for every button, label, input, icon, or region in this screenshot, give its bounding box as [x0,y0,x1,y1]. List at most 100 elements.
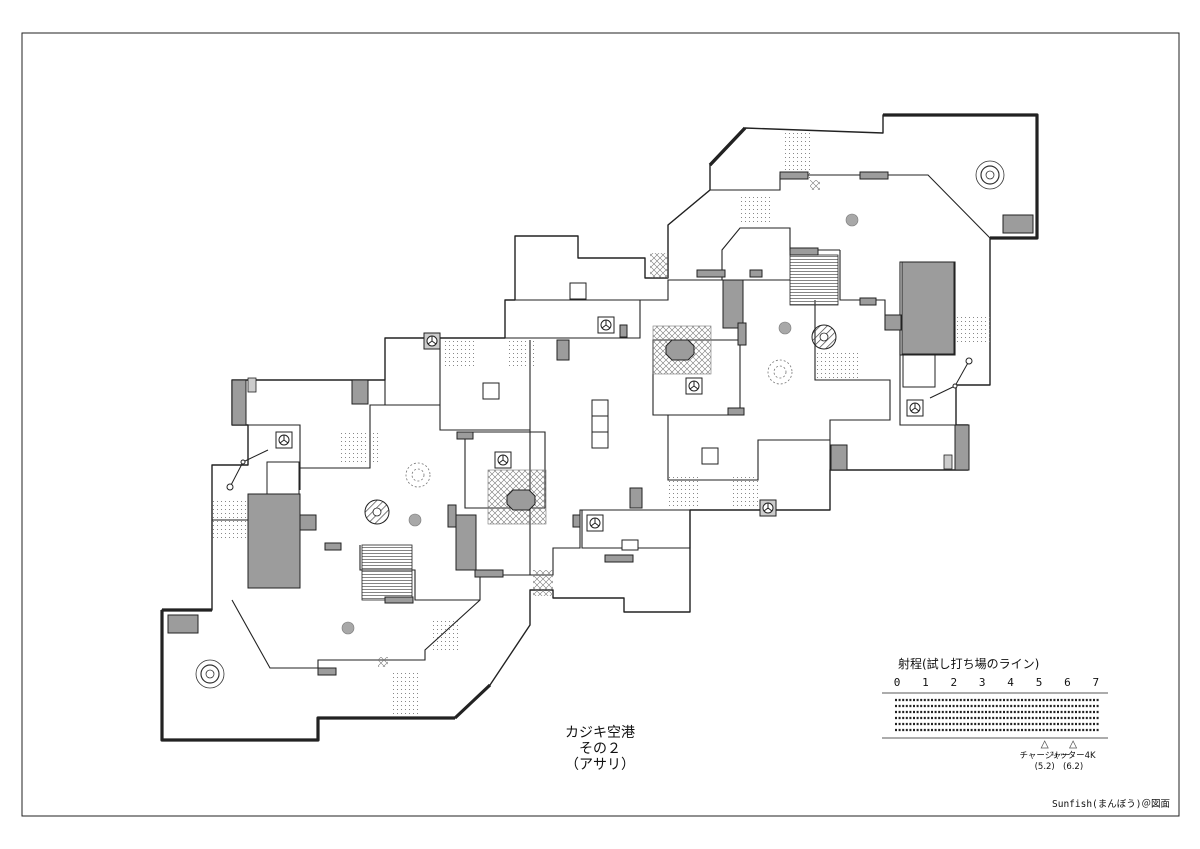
legend-range-lines [895,698,1100,732]
sprinkler-icon [685,377,703,395]
mesh-3 [650,253,668,278]
sprinkler-icon [597,316,615,334]
map-title: カジキ空港 [565,725,635,741]
block-16 [696,269,726,278]
page-border [21,32,1180,817]
wall-diag-top [708,126,747,167]
legend-marker-triangle [1040,740,1049,749]
rail-left [226,377,269,491]
mesh-4 [533,570,553,596]
fan-right [811,324,837,350]
block-26 [619,324,628,338]
wall-left-bottom [160,608,455,742]
block-8 [789,247,819,256]
disc-marker [845,213,859,227]
ramp-9 [668,476,698,508]
ramp-12 [955,315,990,345]
sprinkler-icon [759,499,777,517]
sprinkler-icon [494,451,512,469]
block-11 [737,322,747,346]
bench-right [902,354,936,388]
legend-marker-range: (5.2) [1035,762,1055,772]
center-mark-left [405,462,431,488]
legend-marker-range: (6.2) [1063,762,1083,772]
map-subtitle: その２ [579,741,621,757]
legend-marker-name: リッター4K [1051,751,1096,761]
octagon-block-1 [665,339,695,361]
block-20 [727,407,745,416]
block-9 [556,339,570,361]
block-10 [629,487,643,509]
legend-tick-label: 7 [1092,676,1099,689]
block-14 [299,514,317,531]
legend-title: 射程(試し打ち場のライン) [898,656,1039,671]
ramp-5 [339,432,379,464]
ramp-11 [815,350,860,380]
legend-tick-label: 6 [1064,676,1071,689]
crate-1 [591,399,609,417]
block-13 [884,314,902,331]
block-27 [572,514,581,528]
marker-small [378,657,388,667]
pillar-1 [482,382,500,400]
legend-markers: チャージャー(5.2)リッター4K(6.2) [1020,740,1096,772]
legend-tick-label: 3 [979,676,986,689]
block-25 [749,269,763,278]
spawn-pad-left [195,659,225,689]
disc-marker [408,513,422,527]
octagon-block-2 [506,489,536,511]
pillar-4 [621,539,639,551]
fan-left [364,499,390,525]
ramp-10 [730,476,758,508]
block-7 [384,596,414,604]
block-big-right [901,261,955,355]
stairs-2 [361,544,413,601]
sprinkler-icon [586,514,604,532]
legend-marker-triangle [1069,740,1078,749]
block-big-left [247,493,301,589]
spawn-pad-right [975,160,1005,190]
bench-left [266,461,300,495]
block-18 [859,297,877,306]
legend-tick-label: 5 [1036,676,1043,689]
block-12 [447,504,457,528]
block-22 [859,171,889,180]
block-6 [1002,214,1034,234]
crate-3 [591,431,609,449]
block-24 [604,554,634,563]
block-1 [231,379,247,426]
legend-tick-label: 4 [1007,676,1014,689]
disc-marker [778,321,792,335]
ramp-8 [390,672,420,716]
center-mark-right [767,359,793,385]
credit-text: Sunfish(まんぼう)＠図面 [1052,799,1170,810]
block-19 [456,431,474,440]
ramp-1 [783,133,811,178]
block-4 [830,444,848,471]
block-23 [779,171,809,180]
stairs-1 [789,254,839,306]
block-3 [351,379,369,405]
legend-tick-label: 1 [922,676,929,689]
crate-2 [591,415,609,433]
ramp-3 [444,340,474,368]
legend-tick-label: 2 [950,676,957,689]
sprinkler-icon [275,431,293,449]
ramp-2 [740,195,770,225]
ramp-4 [508,340,536,368]
block-5 [167,614,199,634]
block-tall-1 [455,514,477,571]
rail-right [929,357,973,470]
sprinkler-icon [906,399,924,417]
block-15 [474,569,504,578]
map-mode: （アサリ） [565,757,635,773]
block-21 [317,667,337,676]
disc-marker [341,621,355,635]
legend-marker-name: チャージャー [1020,751,1070,761]
block-2 [954,424,970,471]
ramp-6 [212,500,246,540]
block-tall-2 [722,279,744,329]
